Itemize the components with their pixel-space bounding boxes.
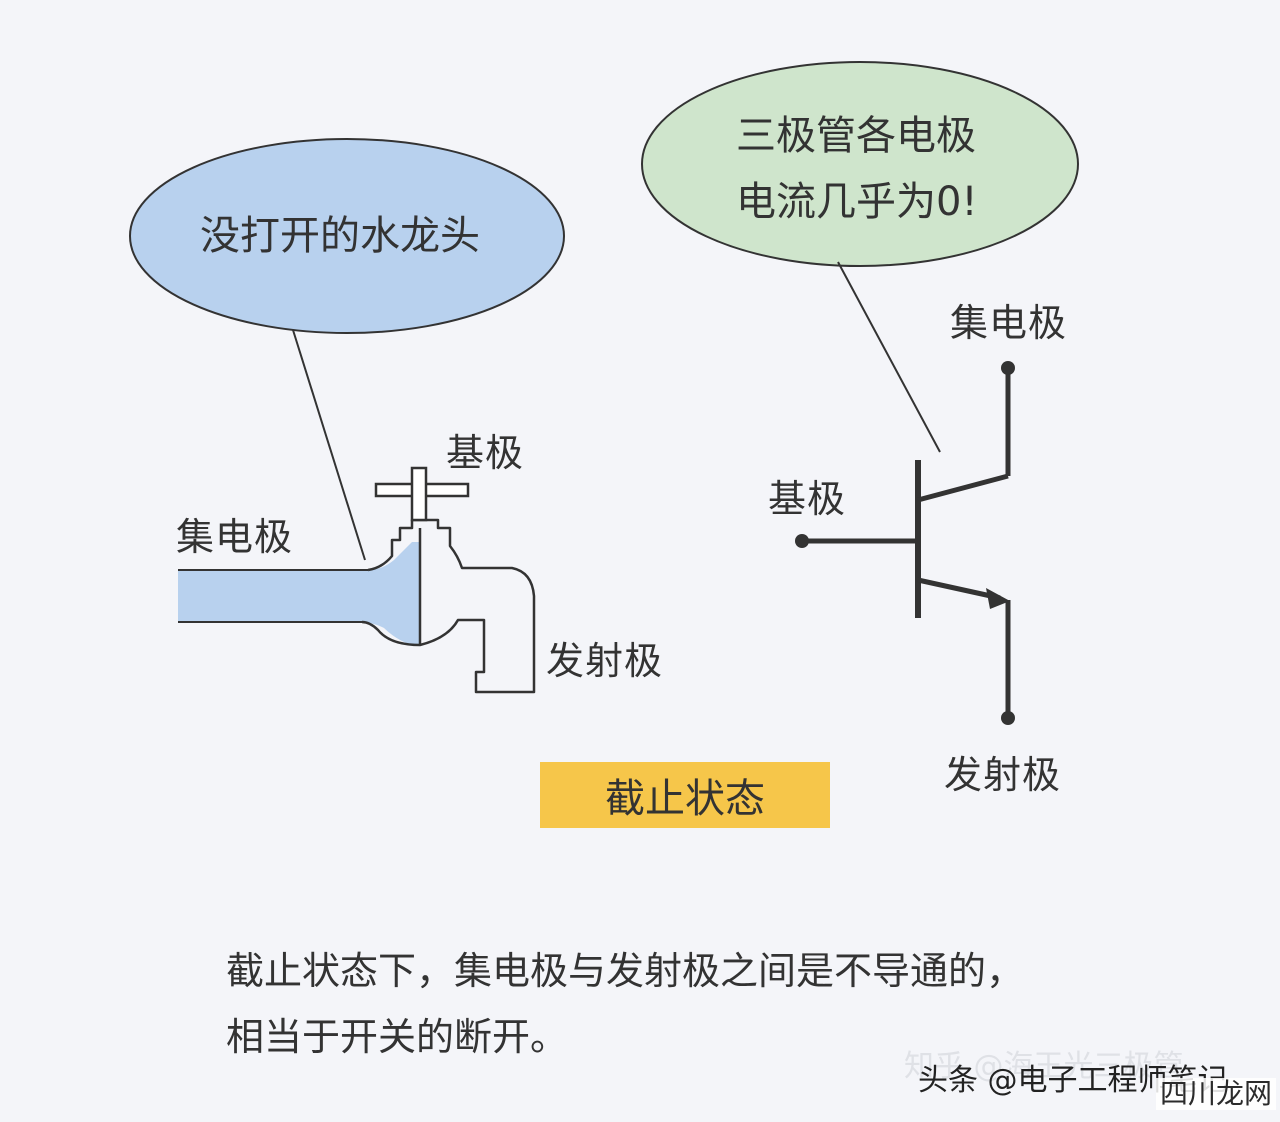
faucet-body	[361, 518, 536, 694]
transistor-collector-label: 集电极	[950, 301, 1068, 345]
state-label-box: 截止状态	[540, 762, 830, 828]
faucet-collector-label: 集电极	[176, 515, 294, 559]
transistor-speech-bubble	[641, 61, 1079, 267]
transistor-emitter-arrow	[986, 588, 1010, 609]
watermark-faint: 知乎 @海王光三极管	[904, 1049, 1184, 1084]
state-label: 截止状态	[605, 776, 765, 822]
faucet-handle-stem	[410, 466, 428, 522]
transistor-collector-terminal	[1001, 361, 1015, 375]
faucet-speech-bubble	[129, 138, 565, 334]
watermark-badge: 四川龙网	[1156, 1078, 1277, 1110]
caption-line-2: 相当于开关的断开。	[226, 1015, 569, 1059]
transistor-base-label: 基极	[768, 477, 847, 521]
caption-line-1: 截止状态下，集电极与发射极之间是不导通的，	[226, 949, 1025, 993]
transistor-bubble-line1: 三极管各电极	[736, 113, 976, 159]
transistor-bubble-line2: 电流几乎为0!	[736, 179, 978, 225]
transistor-collector-arm	[917, 473, 1009, 503]
faucet-bubble-text: 没打开的水龙头	[200, 213, 480, 259]
transistor-base-terminal	[795, 534, 809, 548]
faucet-emitter-label: 发射极	[546, 639, 664, 683]
faucet-bubble-pointer	[292, 329, 366, 561]
faucet-water-pipe	[178, 542, 420, 645]
faucet-base-label: 基极	[446, 431, 525, 475]
transistor-bubble-pointer	[837, 261, 941, 453]
transistor-emitter-label: 发射极	[944, 753, 1062, 797]
transistor-emitter-arm	[917, 577, 1001, 601]
transistor-emitter-terminal	[1001, 711, 1015, 725]
